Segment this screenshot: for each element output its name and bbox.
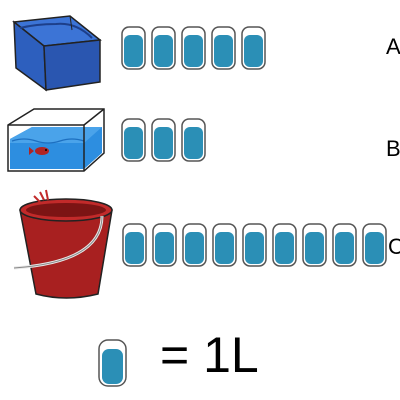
blue-tank-icon bbox=[12, 15, 102, 92]
cup-icon bbox=[181, 26, 206, 70]
cup-icon bbox=[151, 118, 176, 162]
cups-row-a bbox=[120, 25, 267, 71]
cups-row-b bbox=[120, 117, 207, 163]
cup-icon bbox=[121, 26, 146, 70]
legend-text: = 1L bbox=[160, 327, 259, 383]
cup-icon bbox=[242, 223, 267, 267]
cup-icon bbox=[122, 223, 147, 267]
row-label-c: C bbox=[388, 234, 400, 259]
row-label-b: B bbox=[386, 136, 400, 161]
legend-cup-icon bbox=[98, 339, 127, 387]
cup-icon bbox=[362, 223, 387, 267]
cup-icon bbox=[121, 118, 146, 162]
cup-icon bbox=[272, 223, 297, 267]
red-bucket-icon bbox=[13, 189, 113, 299]
cup-icon bbox=[302, 223, 327, 267]
cup-icon bbox=[181, 118, 206, 162]
cup-icon bbox=[211, 26, 236, 70]
row-label-a: A bbox=[386, 34, 400, 59]
cup-icon bbox=[241, 26, 266, 70]
cups-row-c bbox=[121, 222, 388, 268]
fish-tank-icon bbox=[7, 108, 105, 172]
cup-icon bbox=[152, 223, 177, 267]
cup-icon bbox=[182, 223, 207, 267]
cup-icon bbox=[332, 223, 357, 267]
cup-icon bbox=[212, 223, 237, 267]
cup-icon bbox=[151, 26, 176, 70]
